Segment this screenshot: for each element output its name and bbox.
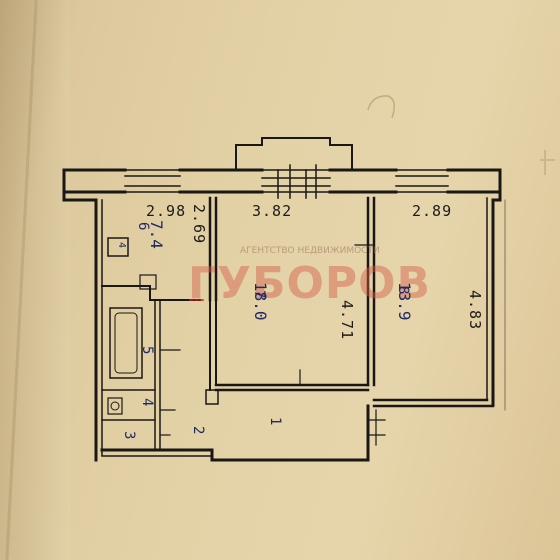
stove xyxy=(107,237,129,257)
sink xyxy=(139,274,157,290)
room-1-number: 1 xyxy=(267,417,283,426)
exterior-wall-right xyxy=(491,168,502,407)
dim-bath-width: 2.98 xyxy=(146,202,187,220)
wall-room7-bottom xyxy=(214,383,370,392)
dim-room8-depth: 4.83 xyxy=(466,290,484,331)
wall-room8-bottom xyxy=(372,398,495,408)
dim-room7-width: 3.82 xyxy=(252,202,293,220)
toilet-bowl xyxy=(110,401,120,411)
balcony-outline xyxy=(235,137,353,171)
bathtub-inner xyxy=(114,312,138,374)
column xyxy=(205,389,219,405)
wall-corridor-bottom xyxy=(100,404,370,462)
watermark-subtext: АГЕНТСТВО НЕДВИЖИМОСТИ xyxy=(240,246,380,256)
pencil-mark xyxy=(367,95,395,119)
room-2-number: 2 xyxy=(190,426,206,435)
wall-room7-left xyxy=(209,299,217,391)
wall-wc xyxy=(154,299,161,451)
window-left xyxy=(124,169,181,193)
dim-room8-width: 2.89 xyxy=(412,202,453,220)
room-3-number: 3 xyxy=(121,431,137,440)
bathtub xyxy=(109,307,143,379)
room-7-area: 18.0 xyxy=(251,282,270,321)
wall-bath-room7 xyxy=(208,196,218,302)
wall-room7-room8 xyxy=(366,196,376,387)
room-6-area: 7.4 xyxy=(147,220,166,249)
wall-small-rooms xyxy=(101,389,156,421)
stove-label: 4 xyxy=(116,242,127,249)
door-corridor-right xyxy=(367,409,386,446)
exterior-wall-left xyxy=(62,168,98,462)
room-4-number: 4 xyxy=(139,398,155,407)
dim-bath-height: 2.69 xyxy=(190,204,208,245)
window-balcony-door xyxy=(261,164,331,199)
toilet xyxy=(107,397,123,415)
dim-room7-depth: 4.71 xyxy=(338,300,356,341)
room-5-number: 5 xyxy=(139,346,155,355)
room-8-area: 13.9 xyxy=(395,282,414,321)
window-right xyxy=(395,169,449,193)
door-room7 xyxy=(295,369,305,386)
watermark: ГУБОРОВ xyxy=(188,258,432,309)
wall-bath-bottom xyxy=(101,285,201,301)
paper-fold-shadow xyxy=(0,0,70,560)
